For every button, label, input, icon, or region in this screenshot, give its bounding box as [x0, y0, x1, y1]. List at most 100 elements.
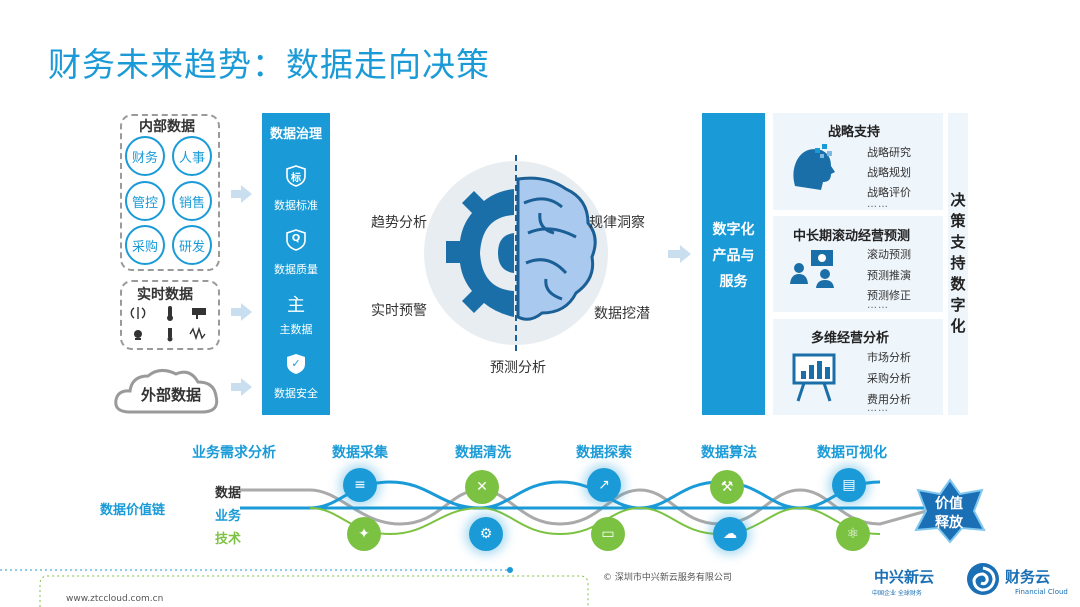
thermometer-icon	[167, 306, 173, 321]
card-multidim-title: 多维经营分析	[811, 331, 890, 346]
dashboard-icon: ▤	[832, 468, 866, 502]
card-multidim-dots: ……	[867, 403, 889, 414]
governance-label-quality: 数据质量	[274, 263, 318, 276]
card-forecast-title: 中长期滚动经营预测	[793, 229, 911, 244]
data-governance-panel: 数据治理 标 数据标准 Q 数据质量 主 主数据 ✓ 数据安全	[262, 113, 330, 415]
governance-label-master: 主数据	[279, 323, 313, 336]
external-data-title: 外部数据	[141, 386, 202, 404]
card-multidim-item-2: 费用分析	[867, 393, 911, 406]
arrow-internal	[231, 190, 241, 198]
database-icon: ≡	[343, 468, 377, 502]
digital-line-3: 服务	[719, 274, 748, 290]
governance-icon-3: ✓	[291, 357, 301, 370]
brand-zte-cloud: 中兴新云	[874, 568, 935, 586]
brand-finance-cloud-sub: Financial Cloud	[1015, 588, 1068, 596]
arrow-to-digital	[668, 250, 680, 258]
label-data-mining: 数据挖潜	[594, 306, 650, 322]
card-forecast-item-1: 预测推演	[867, 269, 911, 282]
internal-item-purchase: 采购	[125, 225, 165, 265]
governance-icon-2: 主	[287, 295, 305, 316]
card-multidim-item-1: 采购分析	[867, 372, 911, 385]
label-pattern-insight: 规律洞察	[589, 215, 645, 231]
finance-cloud-logo-icon	[967, 563, 999, 595]
explore-chart-icon: ↗	[587, 468, 621, 502]
location-icon	[134, 330, 142, 340]
gear-icon	[446, 175, 514, 331]
card-forecast-item-0: 滚动预测	[867, 248, 911, 261]
card-strategy-item-1: 战略规划	[867, 166, 911, 179]
internal-item-rnd: 研发	[172, 225, 212, 265]
signal-icon	[130, 307, 146, 319]
governance-label-standard: 数据标准	[274, 199, 318, 212]
step-data-algorithm: 数据算法	[701, 445, 757, 461]
arrow-realtime	[231, 308, 241, 316]
step-data-exploration: 数据探索	[576, 445, 632, 461]
cloud-icon	[114, 369, 219, 414]
dna-icon: ✕	[465, 470, 499, 504]
arrow-realtime-head	[241, 303, 252, 321]
row-label-data: 数据	[215, 486, 242, 501]
footer-dotted-line	[0, 567, 589, 607]
step-data-collection: 数据采集	[332, 445, 388, 461]
digital-products-panel: 数字化 产品与 服务	[702, 113, 765, 415]
realtime-data-title: 实时数据	[137, 287, 193, 303]
card-strategy-item-2: 战略评价	[867, 186, 911, 199]
digital-line-1: 数字化	[712, 222, 755, 238]
decision-support-text: 决策支持数字化	[950, 191, 966, 335]
excavator-icon: ⚒	[710, 470, 744, 504]
monitor-icon: ▭	[591, 517, 625, 551]
gear-brain-graphic	[424, 155, 608, 351]
digital-line-2: 产品与	[712, 248, 755, 264]
governance-title: 数据治理	[269, 127, 322, 142]
value-release-text-2: 释放	[935, 515, 963, 531]
arrow-external	[231, 383, 241, 391]
internal-item-sales: 销售	[172, 181, 212, 221]
row-label-business: 业务	[215, 509, 242, 524]
shield-security-icon	[287, 354, 305, 374]
card-strategy-title: 战略支持	[828, 125, 881, 140]
shield-standard-icon	[286, 165, 306, 187]
label-realtime-alert: 实时预警	[371, 303, 427, 319]
brain-node-icon: ☁	[713, 517, 747, 551]
internal-item-finance: 财务	[125, 136, 165, 176]
head-idea-icon	[793, 144, 835, 190]
atom-icon: ⚛	[836, 517, 870, 551]
internal-data-title: 内部数据	[139, 119, 195, 135]
value-release-text-1: 价值	[935, 496, 963, 512]
arrow-external-head	[241, 378, 252, 396]
page-title: 财务未来趋势：数据走向决策	[48, 45, 490, 84]
value-chain-label: 数据价值链	[100, 503, 166, 518]
card-multidim-item-0: 市场分析	[867, 351, 911, 364]
label-trend-analysis: 趋势分析	[371, 215, 427, 231]
decision-support-bar	[948, 113, 968, 415]
card-forecast-item-2: 预测修正	[867, 289, 911, 302]
wave-icon	[189, 326, 206, 341]
value-release-star	[914, 478, 986, 544]
brand-zte-cloud-sub: 中国企业 全球财务	[872, 590, 922, 597]
brand-finance-cloud: 财务云	[1005, 568, 1051, 586]
governance-label-security: 数据安全	[274, 387, 318, 400]
card-strategy-item-0: 战略研究	[867, 146, 911, 159]
shield-quality-icon	[286, 229, 306, 251]
step-data-cleaning: 数据清洗	[455, 445, 511, 461]
arrow-to-digital-head	[680, 245, 691, 263]
network-icon: ✦	[347, 517, 381, 551]
governance-icon-0: 标	[291, 173, 301, 184]
realtime-icons	[130, 306, 206, 342]
label-predictive-analysis: 预测分析	[490, 360, 546, 376]
arrow-internal-head	[241, 185, 252, 203]
gears-icon: ⚙	[469, 517, 503, 551]
card-forecast-dots: ……	[867, 300, 889, 311]
footer-url[interactable]: www.ztccloud.com.cn	[66, 594, 164, 604]
internal-item-hr: 人事	[172, 136, 212, 176]
step-business-analysis: 业务需求分析	[192, 445, 276, 461]
footer-copyright: © 深圳市中兴新云服务有限公司	[603, 573, 732, 583]
row-label-tech: 技术	[215, 532, 242, 547]
pressure-icon	[167, 328, 173, 342]
governance-icon-1: Q	[291, 233, 301, 244]
sensor-icon	[192, 308, 206, 319]
card-strategy-dots: ……	[867, 199, 889, 210]
presentation-people-icon	[790, 250, 834, 288]
step-data-visualization: 数据可视化	[817, 445, 887, 461]
brain-icon	[516, 176, 597, 321]
